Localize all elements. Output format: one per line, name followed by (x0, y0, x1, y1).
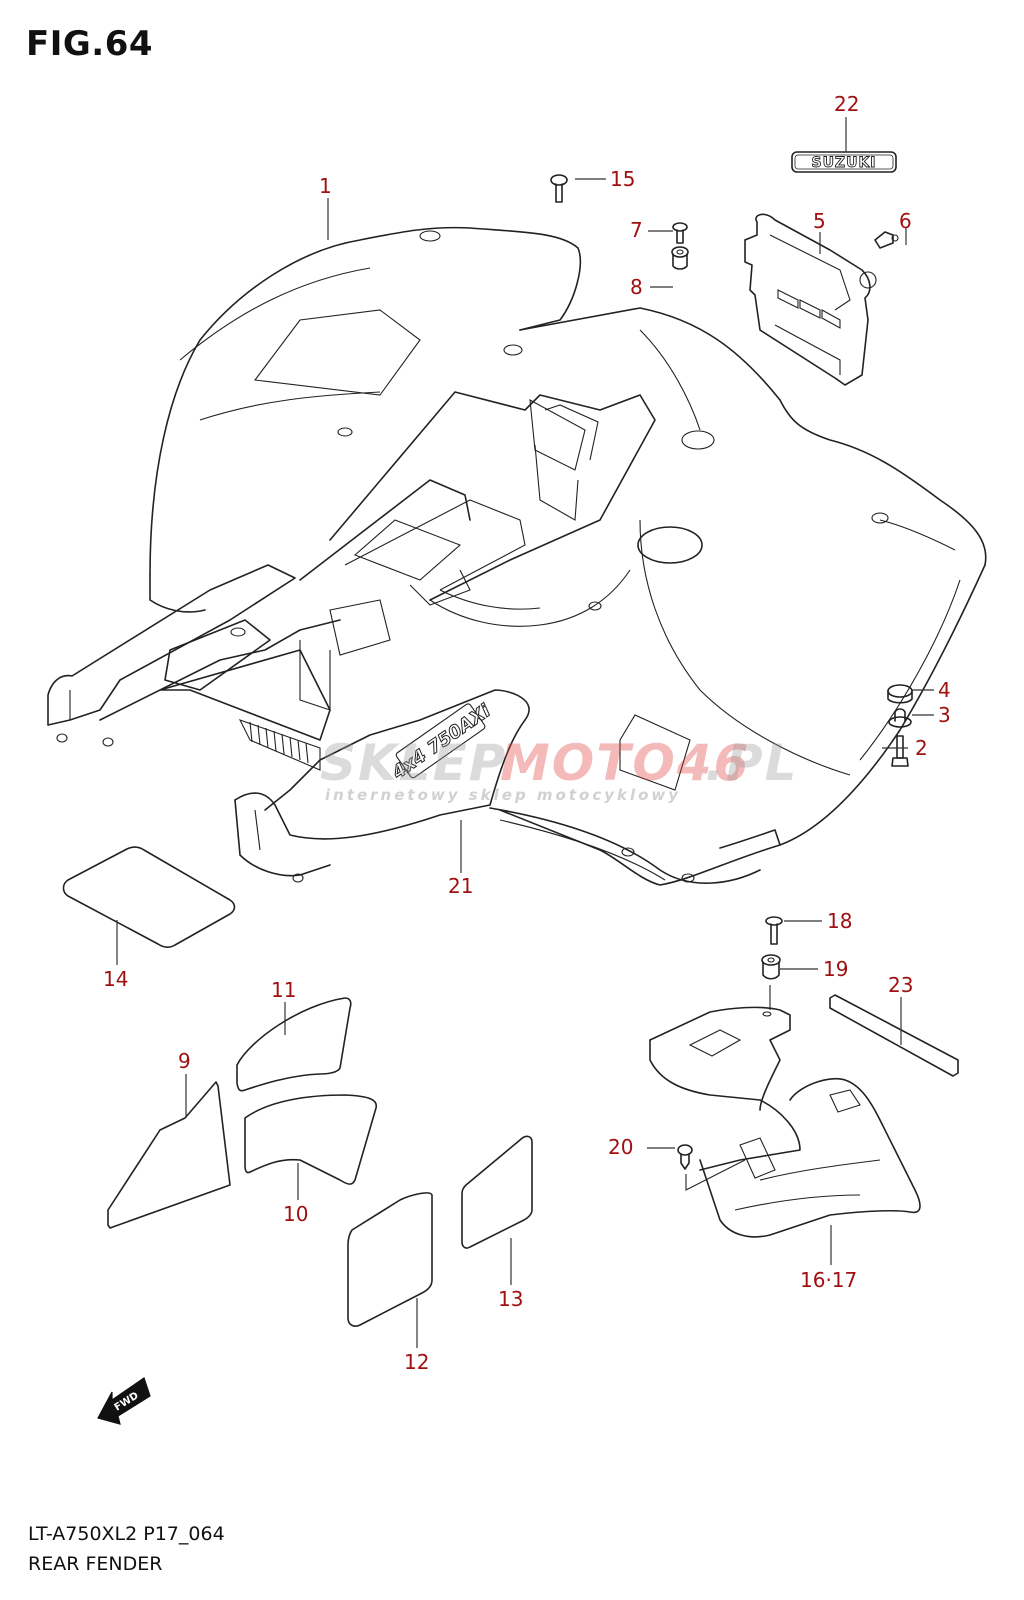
part-16-17-mud-flap[interactable] (649, 1006, 921, 1238)
callout-21[interactable]: 21 (448, 874, 473, 898)
section-name: REAR FENDER (28, 1553, 163, 1575)
part-13-sticker[interactable] (461, 1135, 533, 1249)
callout-3[interactable]: 3 (938, 703, 951, 727)
part-11-sticker[interactable] (236, 997, 352, 1092)
part-12-sticker[interactable] (347, 1192, 433, 1327)
part-20-clip[interactable] (677, 1144, 746, 1191)
callout-9[interactable]: 9 (178, 1049, 191, 1073)
callout-7[interactable]: 7 (630, 218, 643, 242)
callout-2[interactable]: 2 (915, 736, 928, 760)
callout-11[interactable]: 11 (271, 978, 296, 1002)
figure-title: FIG.64 (26, 24, 154, 64)
callout-13[interactable]: 13 (498, 1287, 523, 1311)
fender-grille (238, 719, 321, 771)
part-23-seal[interactable] (829, 994, 959, 1077)
part-10-sticker[interactable] (244, 1094, 378, 1185)
callout-6[interactable]: 6 (899, 209, 912, 233)
callout-22[interactable]: 22 (834, 92, 859, 116)
callout-labels: 1 2 3 4 5 6 7 8 9 10 11 12 13 14 15 16·1… (103, 92, 951, 1374)
part-18-screw[interactable] (765, 916, 783, 945)
leader-lines (116, 117, 934, 1348)
part-7-screw[interactable] (672, 222, 688, 244)
callout-15[interactable]: 15 (610, 167, 635, 191)
part-6-clip[interactable] (874, 231, 899, 249)
callout-19[interactable]: 19 (823, 957, 848, 981)
part-9-sticker[interactable] (107, 1081, 231, 1229)
callout-10[interactable]: 10 (283, 1202, 308, 1226)
part-5-bracket[interactable] (744, 213, 877, 386)
part-19-nut[interactable] (761, 954, 781, 1010)
callout-4[interactable]: 4 (938, 678, 951, 702)
watermark-part2: MOTO46 (500, 734, 750, 792)
part-14-sticker[interactable] (62, 846, 236, 948)
model-code: LT-A750XL2 P17_064 (28, 1523, 225, 1545)
part-8-nut[interactable] (671, 246, 689, 270)
callout-18[interactable]: 18 (827, 909, 852, 933)
watermark: SKLEP MOTO46 .PL internetowy sklep motoc… (320, 734, 799, 804)
callout-1[interactable]: 1 (319, 174, 332, 198)
part-4-cushion[interactable] (887, 684, 913, 704)
callout-8[interactable]: 8 (630, 275, 643, 299)
watermark-part1: SKLEP (320, 734, 507, 792)
suzuki-emblem-text: SUZUKI (811, 155, 876, 171)
callout-12[interactable]: 12 (404, 1350, 429, 1374)
part-2-bolt[interactable] (891, 735, 909, 767)
fwd-direction-arrow-icon: FWD (97, 1377, 151, 1425)
part-3-collar[interactable] (888, 708, 912, 728)
part-22-suzuki-emblem[interactable]: SUZUKI (791, 151, 897, 173)
watermark-part3: .PL (705, 734, 799, 792)
watermark-tagline: internetowy sklep motocyklowy (325, 786, 681, 804)
callout-5[interactable]: 5 (813, 209, 826, 233)
part-15-bolt[interactable] (550, 174, 568, 203)
callout-16-17[interactable]: 16·17 (800, 1268, 857, 1292)
callout-23[interactable]: 23 (888, 973, 913, 997)
callout-14[interactable]: 14 (103, 967, 128, 991)
callout-20[interactable]: 20 (608, 1135, 633, 1159)
